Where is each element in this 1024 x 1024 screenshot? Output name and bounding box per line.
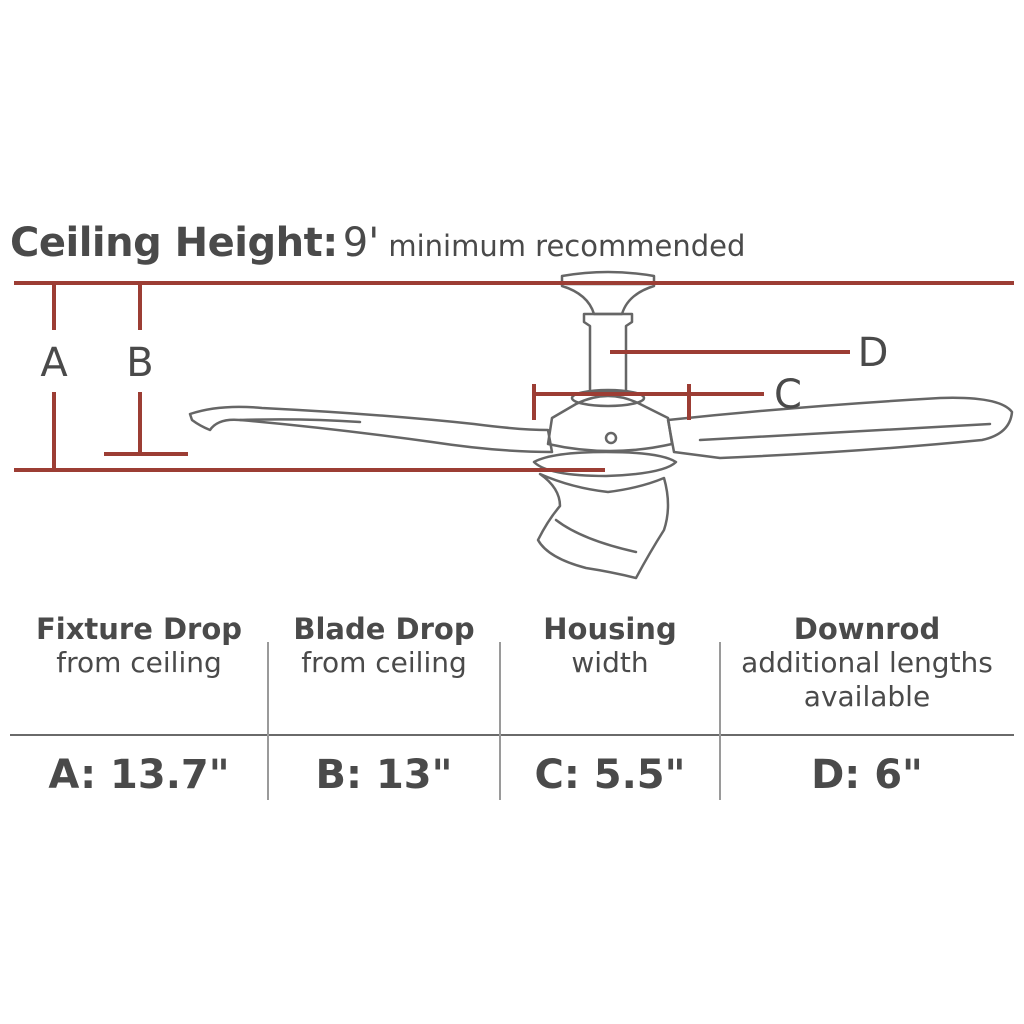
spec-blade-drop-subtitle: from ceiling bbox=[301, 646, 467, 679]
spec-housing: Housing width C: 5.5" bbox=[500, 612, 720, 798]
spec-downrod-value: D: 6" bbox=[811, 752, 923, 798]
fan-canopy bbox=[560, 270, 656, 316]
dimension-c-label: C bbox=[774, 372, 802, 418]
spec-housing-title: Housing bbox=[543, 612, 677, 646]
spec-fixture-drop-subtitle: from ceiling bbox=[56, 646, 222, 679]
fan-motor-housing bbox=[546, 394, 674, 453]
fan-blade-front bbox=[536, 472, 670, 580]
fan-illustration bbox=[188, 270, 1014, 580]
table-divider-1 bbox=[267, 642, 269, 800]
fan-blade-left bbox=[188, 405, 554, 454]
spec-fixture-drop-value: A: 13.7" bbox=[48, 752, 230, 798]
dimension-b-label: B bbox=[126, 340, 153, 386]
spec-downrod: Downrod additional lengths available D: … bbox=[720, 612, 1014, 798]
table-divider-2 bbox=[499, 642, 501, 800]
spec-fixture-drop: Fixture Drop from ceiling A: 13.7" bbox=[10, 612, 268, 798]
dimension-lines bbox=[14, 281, 1014, 472]
spec-blade-drop-value: B: 13" bbox=[315, 752, 453, 798]
ceiling-height-note: minimum recommended bbox=[388, 229, 746, 263]
spec-table: Fixture Drop from ceiling A: 13.7" Blade… bbox=[10, 612, 1014, 802]
fan-light-kit bbox=[532, 450, 678, 478]
spec-housing-subtitle: width bbox=[571, 646, 649, 679]
spec-fixture-drop-title: Fixture Drop bbox=[35, 612, 243, 646]
fan-housing-screw bbox=[604, 431, 618, 445]
fan-blade-front-edge bbox=[554, 518, 638, 554]
fan-blade-left-edge bbox=[238, 418, 362, 424]
dimension-a-label: A bbox=[40, 340, 68, 386]
table-horizontal-divider bbox=[10, 734, 1014, 736]
fan-blade-right-edge bbox=[698, 422, 992, 442]
ceiling-height-heading: Ceiling Height: 9' minimum recommended bbox=[10, 220, 745, 266]
dimension-d-label: D bbox=[858, 330, 889, 376]
fan-blade-right bbox=[666, 396, 1014, 460]
fan-housing-cap bbox=[570, 388, 646, 408]
ceiling-height-label: Ceiling Height: bbox=[10, 220, 338, 266]
spec-downrod-title: Downrod bbox=[793, 612, 941, 646]
spec-downrod-subtitle-2: available bbox=[803, 680, 931, 713]
ceiling-height-value: 9' bbox=[342, 220, 380, 266]
spec-housing-value: C: 5.5" bbox=[534, 752, 686, 798]
spec-blade-drop: Blade Drop from ceiling B: 13" bbox=[268, 612, 500, 798]
spec-blade-drop-title: Blade Drop bbox=[293, 612, 475, 646]
spec-downrod-subtitle-1: additional lengths bbox=[741, 646, 993, 679]
table-divider-3 bbox=[719, 642, 721, 800]
